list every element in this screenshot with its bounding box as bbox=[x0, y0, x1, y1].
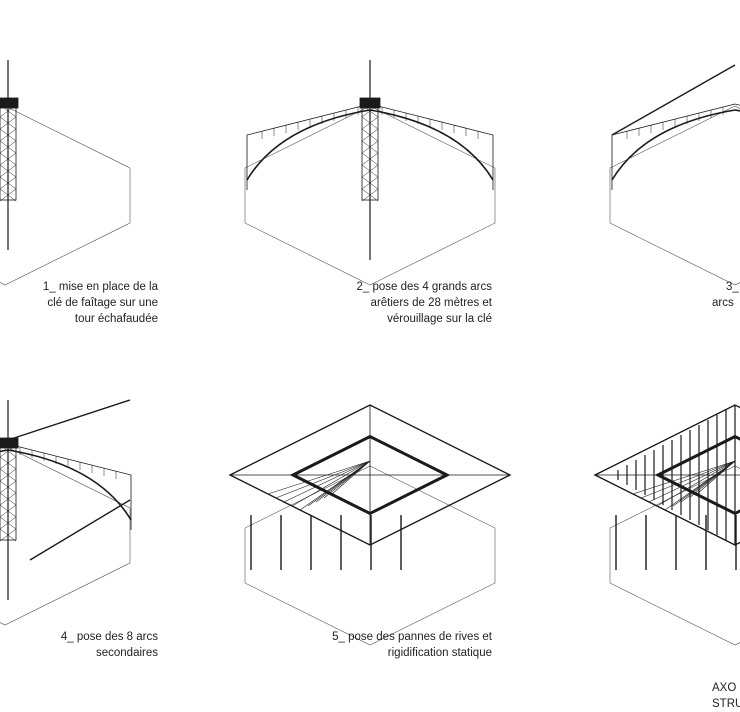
caption-line: AXO bbox=[712, 682, 737, 694]
roof-edge-beams bbox=[593, 404, 740, 546]
ground-outline bbox=[244, 105, 496, 286]
arch-truss bbox=[369, 103, 494, 190]
main-arch bbox=[369, 109, 494, 181]
step-6-drawing bbox=[593, 404, 740, 646]
caption-line: arêtiers de 28 mètres et bbox=[370, 297, 492, 309]
ground-outline bbox=[0, 105, 131, 286]
caption-step-2: 2_ pose des 4 grands arcs arêtiers de 28… bbox=[356, 279, 492, 327]
ridge-key bbox=[0, 97, 19, 109]
arch-truss bbox=[7, 443, 132, 530]
caption-line: vérouillage sur la clé bbox=[387, 313, 492, 325]
caption-line: secondaires bbox=[95, 647, 158, 659]
ridge-key bbox=[0, 437, 19, 449]
step-4-drawing bbox=[0, 399, 132, 626]
main-arch bbox=[0, 449, 9, 453]
caption-line: arcs bbox=[712, 297, 734, 309]
step-5-drawing bbox=[228, 404, 512, 646]
ground-outline bbox=[609, 465, 740, 646]
arch-truss bbox=[611, 103, 736, 190]
caption-step-3: 3_ arcs bbox=[712, 279, 739, 311]
caption-step-1: 1_ mise en place de la clé de faîtage su… bbox=[43, 279, 158, 327]
arch-truss bbox=[734, 103, 740, 106]
ground-outline bbox=[609, 105, 740, 286]
hip-arches bbox=[595, 405, 740, 545]
caption-line: 4_ pose des 8 arcs bbox=[60, 631, 158, 643]
main-arch bbox=[246, 109, 371, 181]
caption-line: 3_ bbox=[726, 281, 739, 293]
caption-line: clé de faîtage sur une bbox=[47, 297, 158, 309]
caption-step-5: 5_ pose des pannes de rives et rigidific… bbox=[332, 629, 492, 661]
step-3-drawing bbox=[609, 64, 740, 286]
step-2-drawing bbox=[244, 60, 496, 286]
main-arch bbox=[611, 109, 736, 181]
ground-outline bbox=[0, 445, 131, 626]
caption-line: tour échafaudée bbox=[74, 313, 158, 325]
ridge-key bbox=[359, 97, 381, 109]
caption-line: rigidification statique bbox=[387, 647, 492, 659]
arch-truss bbox=[0, 443, 9, 447]
main-arch bbox=[734, 109, 740, 112]
caption-line: STRU bbox=[712, 698, 740, 710]
inner-purlin-ring bbox=[289, 434, 451, 516]
ground-outline bbox=[244, 465, 496, 646]
caption-axo-structure: AXO STRU bbox=[712, 680, 740, 712]
caption-line: 1_ mise en place de la bbox=[42, 281, 158, 293]
caption-line: 5_ pose des pannes de rives et bbox=[332, 631, 492, 643]
caption-line: 2_ pose des 4 grands arcs bbox=[356, 281, 492, 293]
inner-purlin-ring bbox=[654, 434, 740, 516]
arch-truss bbox=[246, 103, 371, 190]
step-1-drawing bbox=[0, 60, 131, 286]
caption-step-4: 4_ pose des 8 arcs secondaires bbox=[61, 629, 158, 661]
hip-arches bbox=[230, 405, 510, 545]
main-arch bbox=[7, 449, 132, 521]
